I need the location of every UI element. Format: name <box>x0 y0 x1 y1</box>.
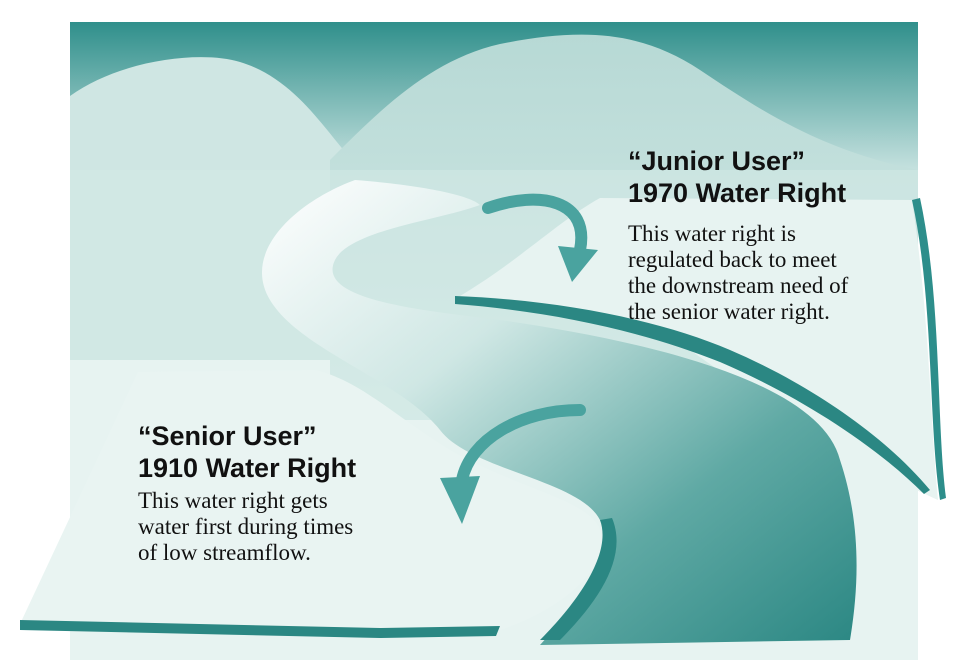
senior-land-panel <box>20 370 602 632</box>
junior-water-right-year: 1970 Water Right <box>628 178 847 208</box>
senior-description: This water right gets water first during… <box>138 488 438 566</box>
senior-user-title: “Senior User” <box>138 421 317 451</box>
junior-user-label: “Junior User” 1970 Water Right This wate… <box>628 145 928 325</box>
junior-user-title: “Junior User” <box>628 146 806 176</box>
river-bank-lower <box>540 518 617 640</box>
junior-land-edge <box>912 198 946 500</box>
junior-arrow-icon <box>482 193 598 282</box>
junior-description-line: the senior water right. <box>628 299 830 324</box>
senior-land-edge <box>20 620 500 638</box>
senior-user-label: “Senior User” 1910 Water Right This wate… <box>138 420 438 566</box>
senior-water-right-year: 1910 Water Right <box>138 453 357 483</box>
junior-description-line: This water right is <box>628 221 796 246</box>
senior-description-line: of low streamflow. <box>138 540 311 565</box>
junior-description-line: the downstream need of <box>628 273 849 298</box>
senior-description-line: This water right gets <box>138 488 328 513</box>
senior-arrow-icon <box>440 404 586 524</box>
junior-description: This water right is regulated back to me… <box>628 221 928 325</box>
junior-description-line: regulated back to meet <box>628 247 837 272</box>
senior-description-line: water first during times <box>138 514 354 539</box>
